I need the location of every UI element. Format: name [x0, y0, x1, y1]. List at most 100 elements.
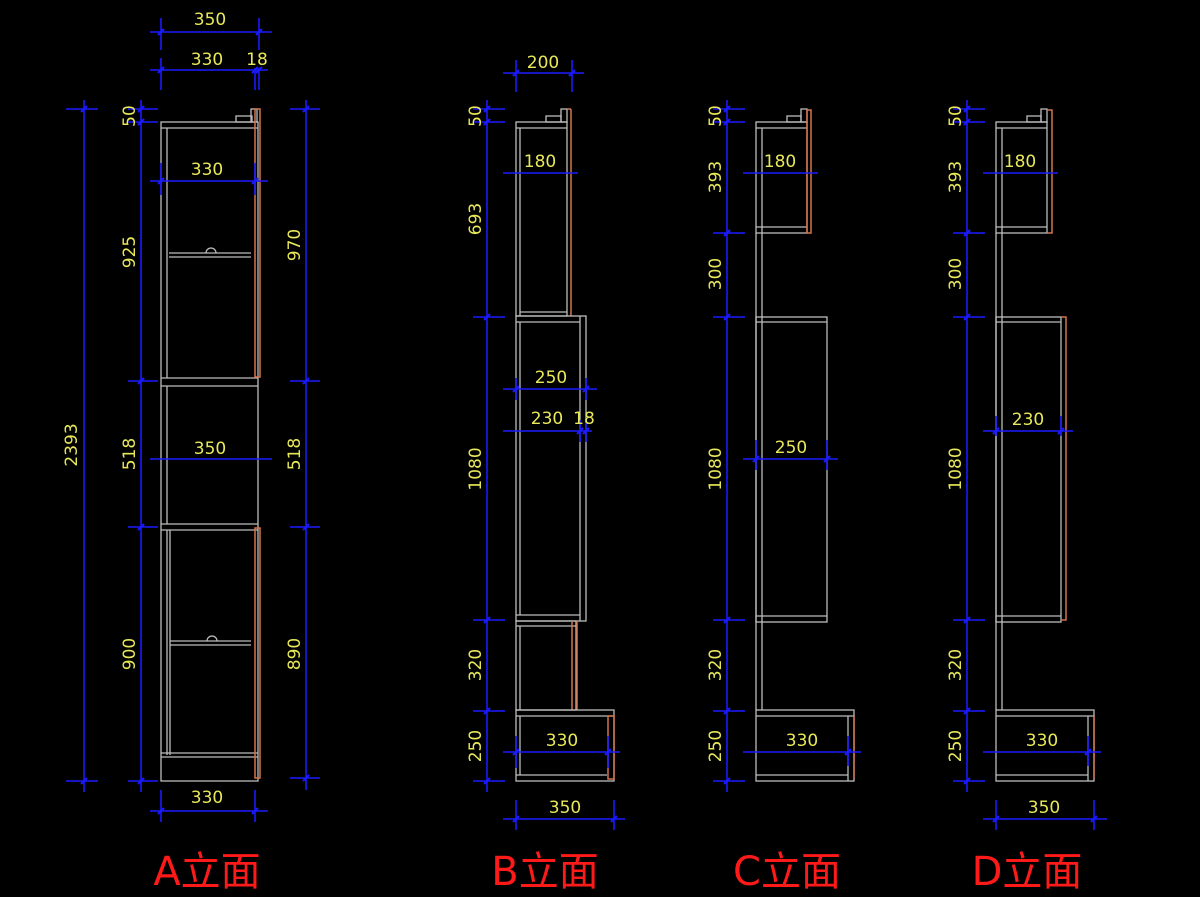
dimension-tick [576, 427, 584, 435]
dimension-tick [723, 313, 731, 321]
top-trim-upright [1040, 108, 1048, 123]
dim-label-total-height: 2393 [62, 423, 82, 466]
dim-label: 50 [466, 105, 486, 127]
elevation-c-labels: 180 250 330 50 393 300 1080 320 250 [706, 105, 818, 762]
elevation-c: 180 250 330 50 393 300 1080 320 250 C立面 [706, 100, 861, 895]
dimension-tick [302, 774, 310, 782]
dimension-tick [255, 28, 263, 36]
dim-label: 50 [120, 105, 140, 127]
dimension-tick [610, 815, 618, 823]
dim-label: 350 [1028, 798, 1060, 818]
elevation-d-dimensions [953, 100, 1107, 830]
dim-label: 300 [706, 258, 726, 290]
elevation-b-geometry [515, 108, 615, 782]
dimension-tick [963, 616, 971, 624]
dim-label: 250 [706, 730, 726, 762]
elevation-b-labels: 200 180 250 230 18 330 350 50 693 1080 3… [466, 53, 595, 818]
dim-label: 330 [191, 50, 223, 70]
cabinet-outline [160, 121, 259, 782]
dim-label: 330 [1026, 731, 1058, 751]
dimension-tick [723, 777, 731, 785]
dim-label: 320 [706, 649, 726, 681]
dim-label: 180 [524, 152, 556, 172]
dimension-tick [157, 66, 165, 74]
dimension-tick [157, 177, 165, 185]
dim-label: 350 [194, 10, 226, 30]
elevation-title: A立面 [153, 849, 260, 895]
dim-label: 330 [191, 788, 223, 808]
dimension-tick [302, 105, 310, 113]
dimension-tick [963, 105, 971, 113]
dim-label: 518 [120, 438, 140, 470]
dim-label: 970 [285, 229, 305, 261]
dimension-tick [963, 313, 971, 321]
door-panel-lower [254, 527, 261, 779]
top-trim-upright [250, 108, 258, 123]
dimension-tick [568, 69, 576, 77]
dimension-tick [723, 118, 731, 126]
dimension-tick [157, 807, 165, 815]
dim-label: 50 [706, 105, 726, 127]
dim-label: 18 [573, 409, 595, 429]
middle-compartment [995, 316, 1062, 623]
dimension-tick [251, 177, 259, 185]
elevation-c-dimensions [713, 100, 861, 792]
dimension-tick [963, 707, 971, 715]
elevation-d: 180 230 330 350 50 393 300 1080 320 250 … [946, 100, 1107, 895]
dimension-tick [137, 118, 145, 126]
dimension-tick [963, 118, 971, 126]
dimension-tick [137, 777, 145, 785]
door-panel-upper [254, 108, 261, 378]
door-panel-middle [1061, 316, 1067, 621]
dim-label: 180 [764, 152, 796, 172]
elevation-d-geometry [995, 108, 1095, 782]
door-panel-upper [806, 109, 812, 234]
dimension-tick [992, 427, 1000, 435]
dimension-tick [723, 229, 731, 237]
dimension-tick [604, 748, 612, 756]
dim-label: 50 [946, 105, 966, 127]
dim-label: 890 [285, 638, 305, 670]
dimension-tick [1057, 427, 1065, 435]
dimension-tick [80, 105, 88, 113]
dimension-tick [844, 748, 852, 756]
top-trim [235, 115, 253, 123]
dim-label: 230 [1012, 410, 1044, 430]
dim-label: 330 [546, 731, 578, 751]
dimension-tick [992, 815, 1000, 823]
dimension-tick [157, 28, 165, 36]
dimension-tick [255, 66, 263, 74]
dimension-tick [582, 385, 590, 393]
elevation-title: D立面 [972, 849, 1083, 895]
dimension-tick [137, 523, 145, 531]
dim-label: 1080 [706, 447, 726, 490]
dim-label: 900 [120, 638, 140, 670]
dim-label: 518 [285, 438, 305, 470]
dimension-tick [512, 815, 520, 823]
elevation-title: C立面 [733, 849, 841, 895]
dim-label: 200 [527, 53, 559, 73]
dim-label: 230 [531, 409, 563, 429]
dimension-tick [963, 777, 971, 785]
dim-label: 350 [194, 439, 226, 459]
dimension-tick [723, 616, 731, 624]
elevation-d-labels: 180 230 330 350 50 393 300 1080 320 250 [946, 105, 1060, 818]
dimension-tick [512, 385, 520, 393]
dimension-tick [483, 707, 491, 715]
dimension-tick [483, 777, 491, 785]
dimension-tick [1084, 748, 1092, 756]
elevation-title: B立面 [491, 849, 598, 895]
dim-label: 350 [549, 798, 581, 818]
dim-label: 693 [466, 203, 486, 235]
dim-label: 330 [191, 160, 223, 180]
dimension-tick [80, 777, 88, 785]
dim-label: 250 [946, 730, 966, 762]
dim-label: 393 [706, 161, 726, 193]
shelf-support [205, 247, 217, 254]
dim-label: 393 [946, 161, 966, 193]
dim-label: 250 [775, 438, 807, 458]
elevation-a: 350 330 18 330 350 330 2393 50 925 518 9… [62, 10, 320, 895]
dim-label: 320 [946, 649, 966, 681]
